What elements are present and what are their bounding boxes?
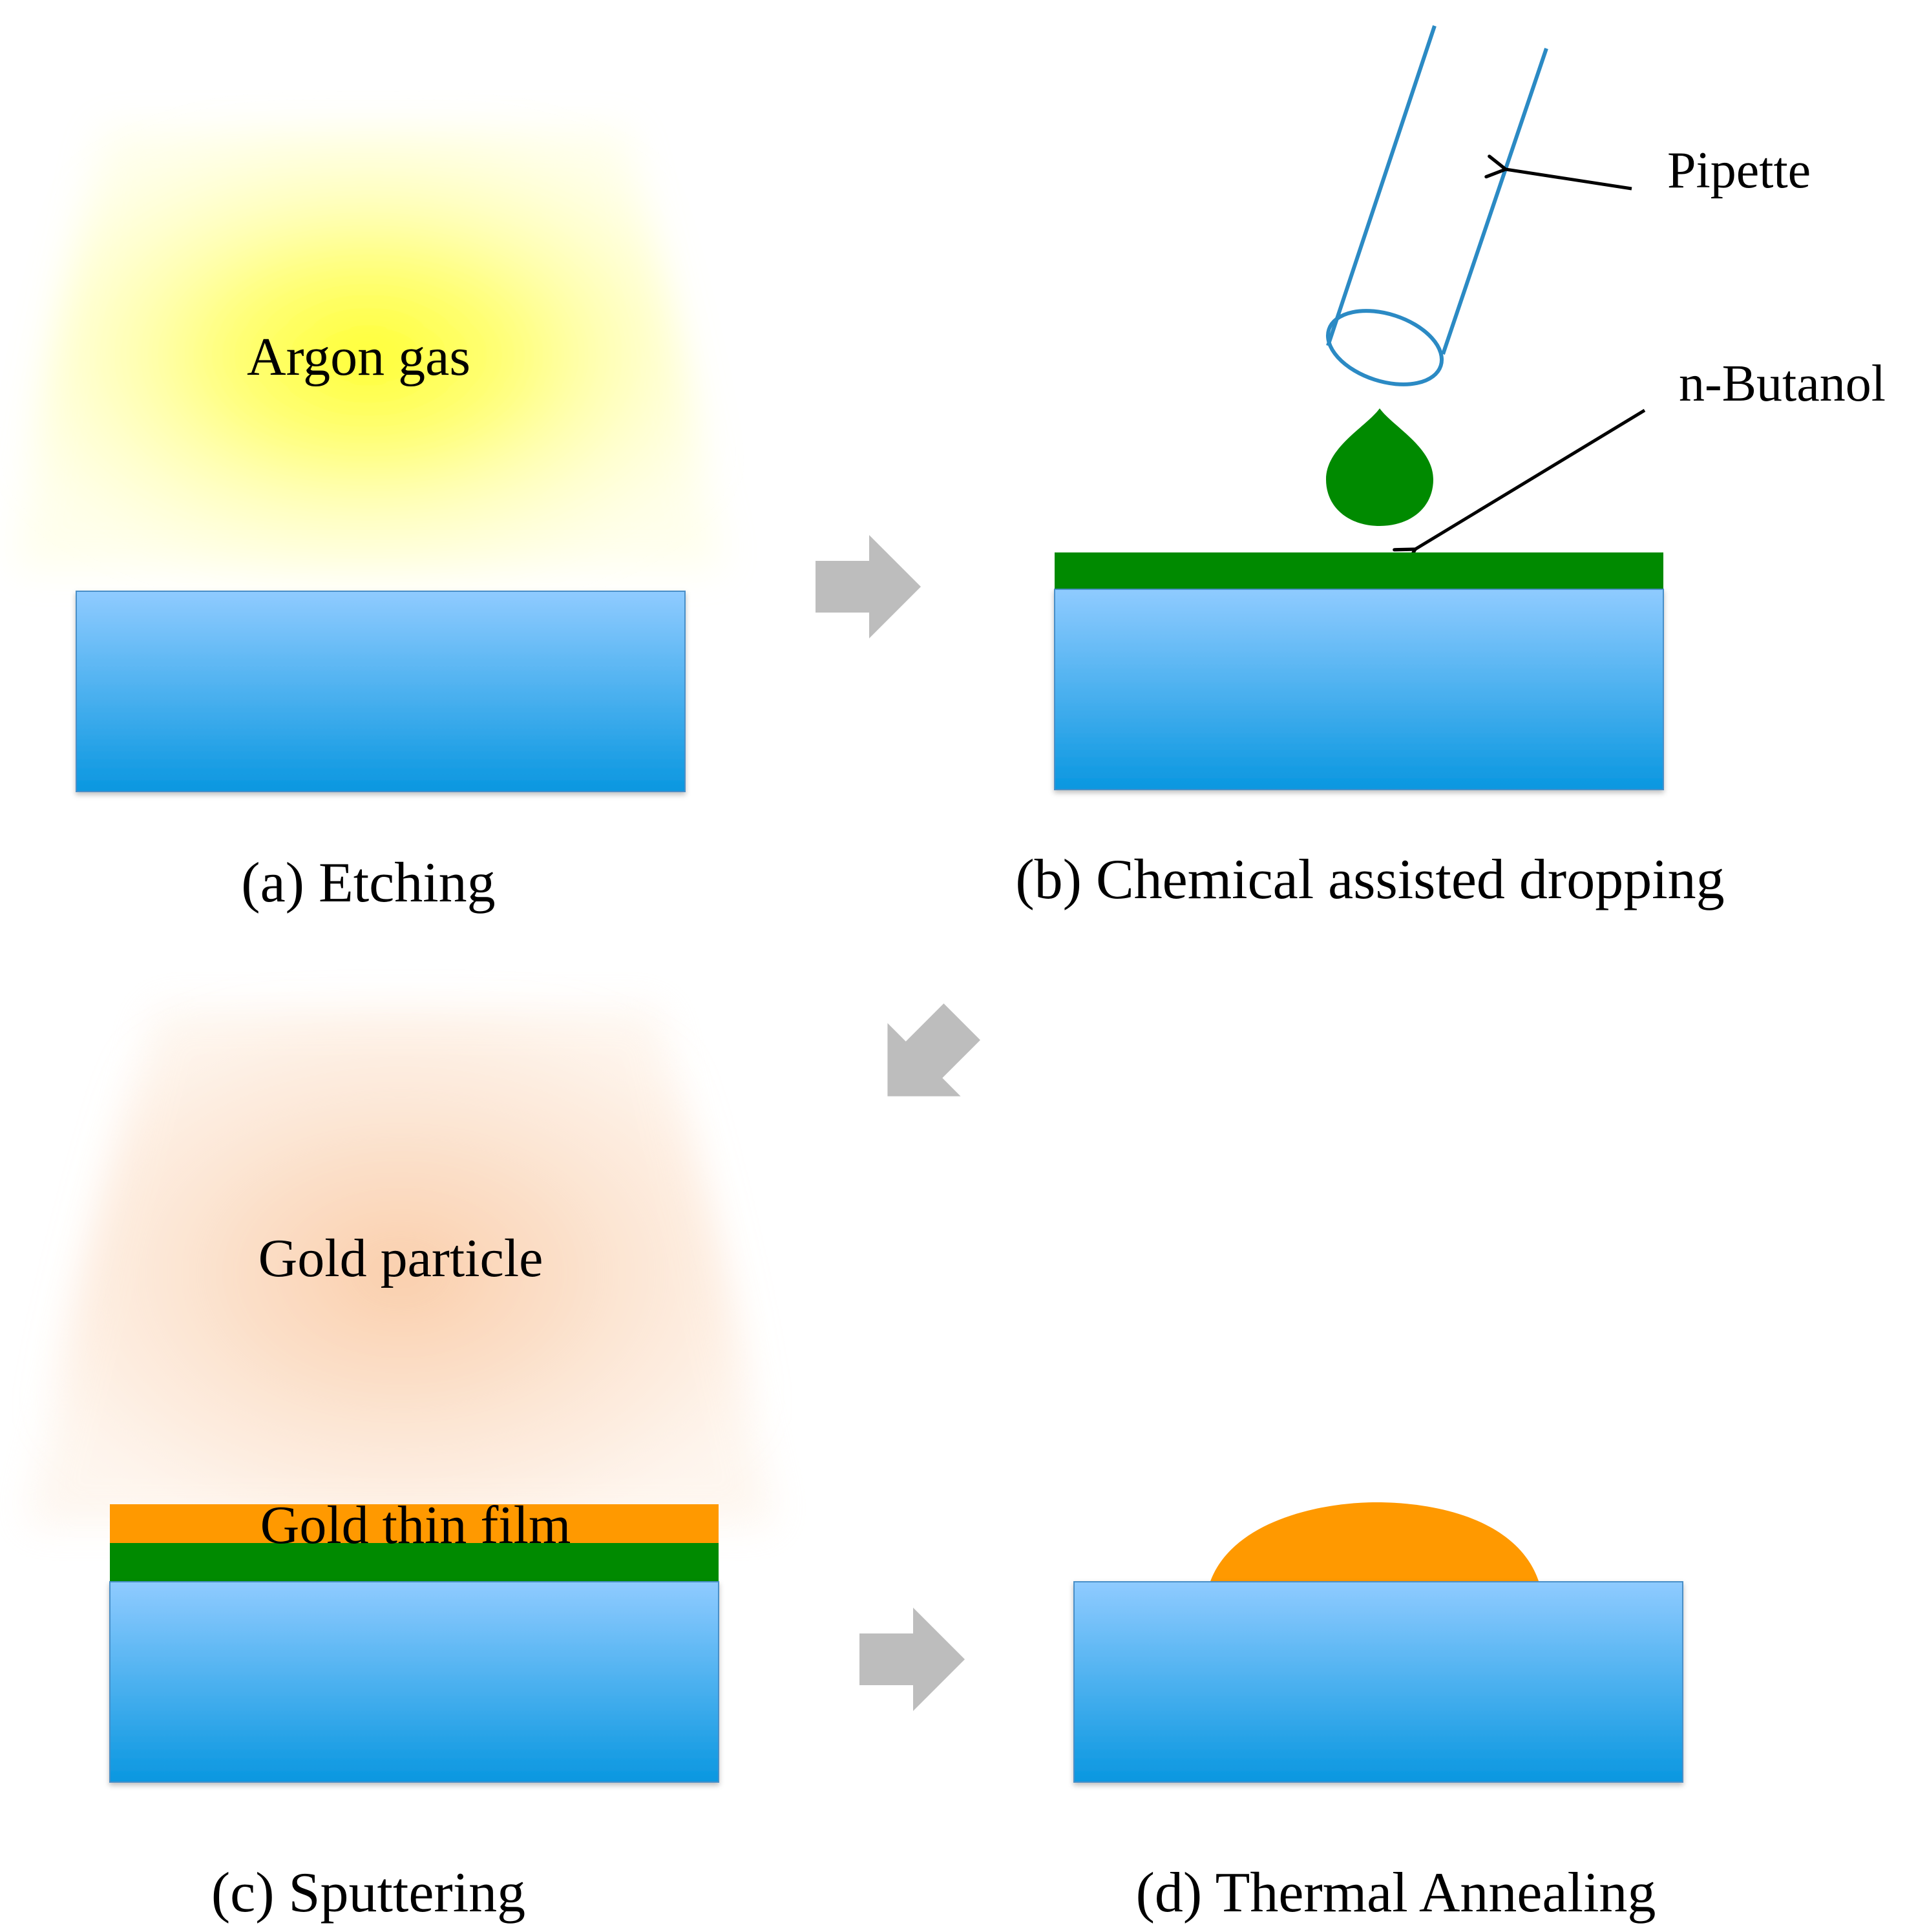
- argon-gas-haze: [13, 129, 724, 569]
- caption-c: (c) Sputtering: [211, 1862, 525, 1924]
- n-butanol-pointer-arrow: [1393, 408, 1646, 569]
- block-arrow-icon: [859, 1608, 965, 1711]
- gold-particle-label: Gold particle: [258, 1228, 543, 1288]
- panel-d-annealing: (d) Thermal Annealing: [1073, 1502, 1683, 1924]
- caption-d: (d) Thermal Annealing: [1136, 1862, 1656, 1924]
- gold-thin-film: [110, 1504, 719, 1544]
- butanol-layer-c: [110, 1543, 719, 1582]
- gold-island: [1210, 1502, 1539, 1583]
- gold-particle-haze: [26, 1008, 775, 1525]
- pipette-pointer-arrow: [1484, 154, 1632, 191]
- panel-c-sputtering: Gold particle Gold thin film (c) Sputter…: [13, 1008, 788, 1924]
- block-arrow-icon: [887, 1003, 980, 1097]
- argon-gas-label: Argon gas: [247, 327, 470, 387]
- n-butanol-label: n-Butanol: [1679, 355, 1886, 412]
- substrate-a: [76, 591, 686, 792]
- caption-b: (b) Chemical assisted dropping: [1015, 848, 1724, 911]
- substrate-d: [1073, 1581, 1683, 1783]
- substrate-c: [109, 1581, 719, 1783]
- caption-a: (a) Etching: [241, 852, 495, 914]
- gold-thin-film-label: Gold thin film: [260, 1495, 571, 1555]
- pipette-label: Pipette: [1667, 142, 1811, 199]
- substrate-b: [1054, 589, 1664, 790]
- block-arrow-icon: [816, 535, 921, 638]
- panel-a-etching: Argon gas (a) Etching: [0, 129, 737, 914]
- pipette-icon: [1325, 25, 1548, 386]
- butanol-droplet: [1326, 408, 1433, 526]
- butanol-layer: [1055, 552, 1663, 591]
- panel-b-dropping: Pipette n-Butanol (b) Chemical assisted …: [1015, 25, 1886, 911]
